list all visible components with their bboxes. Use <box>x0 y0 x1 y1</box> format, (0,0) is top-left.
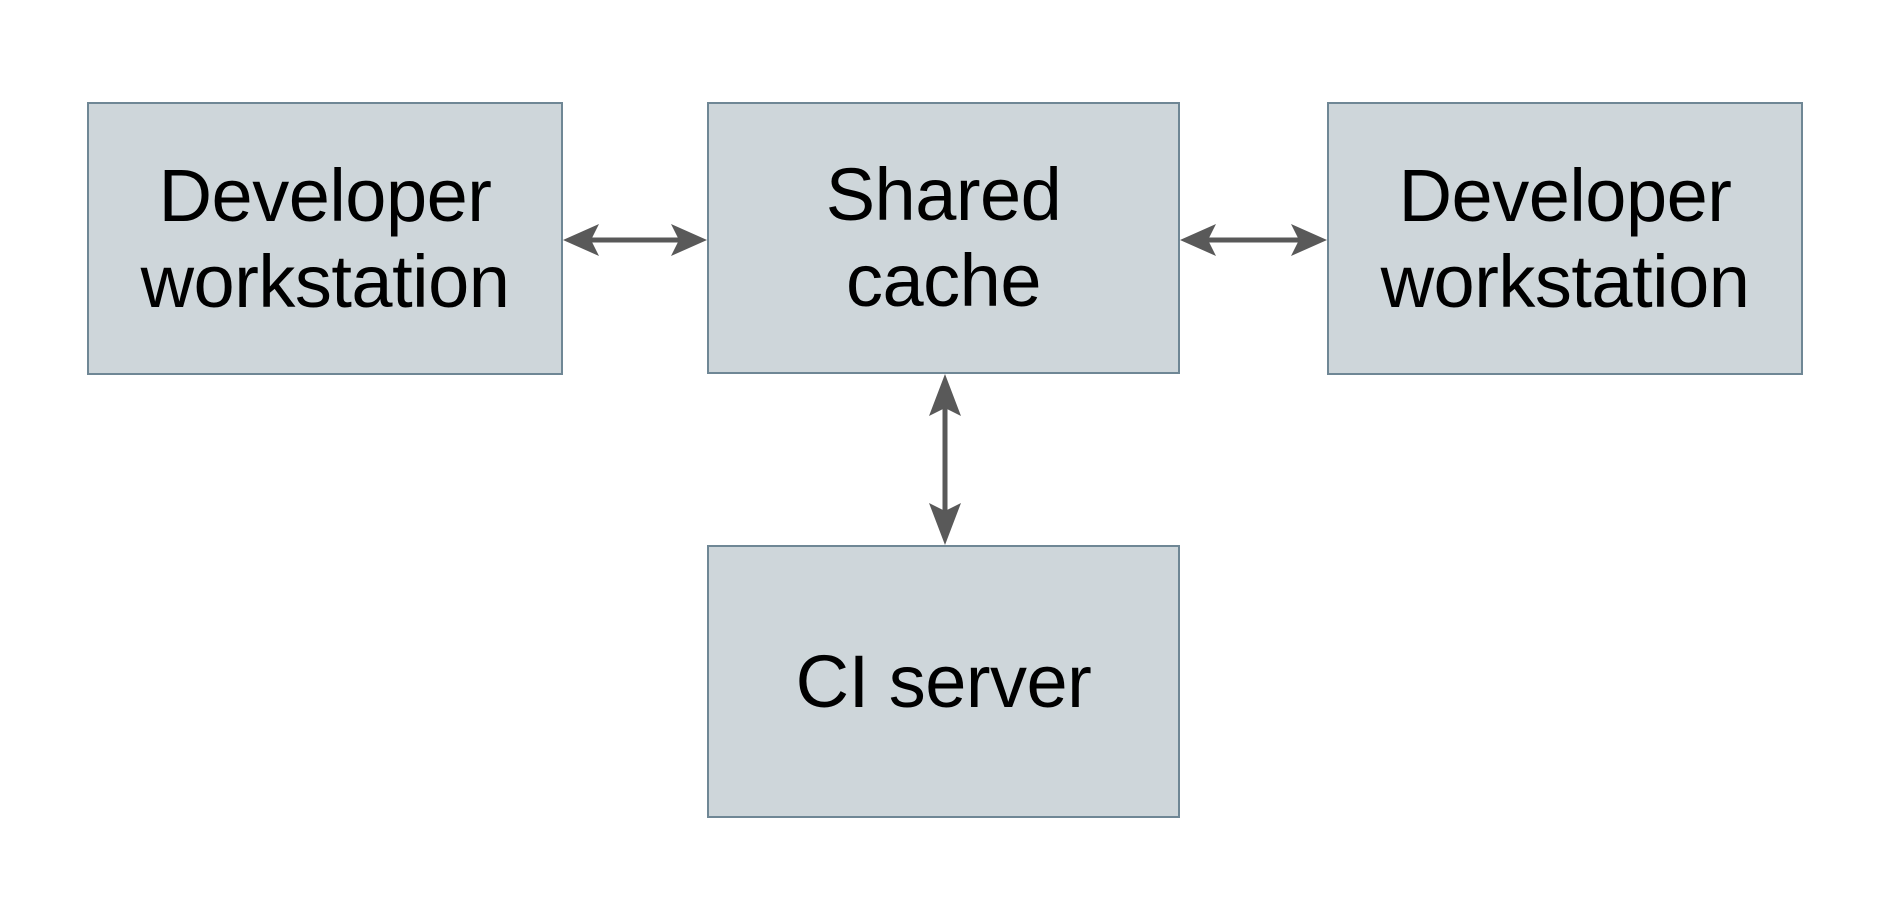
node-label: Developer workstation <box>1380 153 1750 323</box>
node-developer-workstation-left[interactable]: Developer workstation <box>87 102 563 375</box>
node-label: Developer workstation <box>140 153 510 323</box>
arrowhead-right-icon <box>1291 224 1327 256</box>
arrowhead-left-icon <box>563 224 599 256</box>
arrowhead-right-icon <box>671 224 707 256</box>
node-developer-workstation-right[interactable]: Developer workstation <box>1327 102 1803 375</box>
arrowhead-down-icon <box>929 503 961 545</box>
edge-shared-cache-to-ci-server <box>915 374 975 545</box>
arrowhead-up-icon <box>929 374 961 416</box>
node-shared-cache[interactable]: Shared cache <box>707 102 1180 374</box>
edge-developer-left-to-shared-cache <box>563 210 707 270</box>
node-ci-server[interactable]: CI server <box>707 545 1180 818</box>
node-label: Shared cache <box>825 153 1062 322</box>
edge-shared-cache-to-developer-right <box>1180 210 1327 270</box>
node-label: CI server <box>795 639 1092 723</box>
arrowhead-left-icon <box>1180 224 1216 256</box>
